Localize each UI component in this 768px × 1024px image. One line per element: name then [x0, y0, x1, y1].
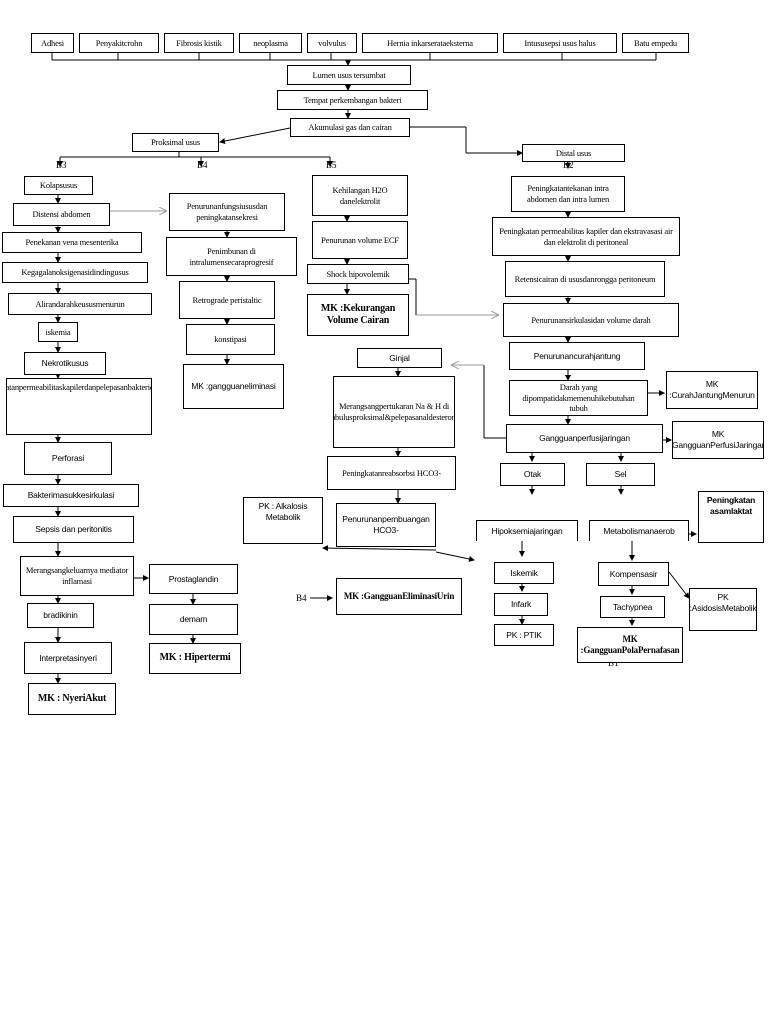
node-pembuangan-hco3: Penurunanpembuangan HCO3-	[336, 503, 436, 547]
node-curah-jantung: Penurunancurahjantung	[509, 342, 645, 370]
node-perkembangan-bakteri: Tempat perkembangan bakteri	[277, 90, 428, 110]
node-sirkulasi-darah: Penurunansirkulasidan volume darah	[503, 303, 679, 337]
node-retrograde-peristaltic: Retrograde peristaltic	[179, 281, 275, 319]
node-asam-laktat: Peningkatan asamlaktat	[698, 491, 764, 543]
node-demam: demam	[149, 604, 238, 635]
node-metabolisme-anaerob: Metabolismanaerob	[589, 520, 689, 541]
node-bradikinin: bradikinin	[27, 603, 94, 628]
mk-pola-pernafasan: MK :GangguanPolaPernafasan	[577, 627, 683, 663]
node-bakteri-sirkulasi: Bakterimasukkesirkulasi	[3, 484, 139, 507]
label-b3: B3	[56, 160, 67, 170]
cause-hernia: Hernia inkarserataeksterna	[362, 33, 498, 53]
pk-asidosis-metabolik: PK :AsidosisMetabolik	[689, 588, 757, 631]
node-akumulasi-gas: Akumulasi gas dan cairan	[290, 118, 410, 137]
label-b2: B2	[563, 160, 574, 170]
mk-eliminasi-urin: MK :GangguanEliminasiUrin	[336, 578, 462, 615]
node-tekanan-intra-abdomen: Peningkatantekanan intra abdomen dan int…	[511, 176, 625, 212]
node-proksimal-usus: Proksimal usus	[132, 133, 219, 152]
label-b4: B4	[197, 160, 208, 170]
node-konstipasi: konstipasi	[186, 324, 275, 355]
mk-gangguan-eliminasi: MK :gangguaneliminasi	[183, 364, 284, 409]
mk-perfusi-jaringan: MK :GangguanPerfusiJaringan	[672, 421, 764, 459]
mk-hipertermi-prefix: MK :	[159, 652, 182, 664]
node-shock-hipovolemik: Shock hipovolemik	[307, 264, 409, 284]
label-b5: B5	[326, 160, 337, 170]
node-kolaps-usus: Kolapsusus	[24, 176, 93, 195]
node-lumen-tersumbat: Lumen usus tersumbat	[287, 65, 411, 85]
node-sepsis-peritonitis: Sepsis dan peritonitis	[13, 516, 134, 543]
node-otak: Otak	[500, 463, 565, 486]
node-merangsang-na-h: Merangsangpertukaran Na & H di tubuluspr…	[333, 376, 455, 448]
node-mediator-inflamasi: Merangsangkeluarnya mediator inflamasi	[20, 556, 134, 596]
node-perfusi-jaringan: Gangguanperfusijaringan	[506, 424, 663, 453]
label-b1: B1	[608, 658, 619, 668]
node-infark: Infark	[494, 593, 548, 616]
cause-volvulus: volvulus	[307, 33, 357, 53]
node-permeabilitas-peritoneal: Peningkatan permeabilitas kapiler dan ek…	[492, 217, 680, 256]
cause-adhesi: Adhesi	[31, 33, 74, 53]
node-kompensasi: Kompensasir	[598, 562, 669, 586]
node-reabsorbsi-hco3: Peningkatanreabsorbsi HCO3-	[327, 456, 456, 490]
mk-kekurangan-cairan: MK :Kekurangan Volume Cairan	[307, 294, 409, 336]
mk-nyeri-prefix: MK :	[37, 692, 61, 704]
node-perforasi: Perforasi	[24, 442, 112, 475]
node-distal-usus: Distal usus	[522, 144, 625, 162]
node-interpretasi-nyeri: Interpretasinyeri	[24, 642, 112, 674]
node-retensi-cairan: Retensicairan di ususdanrongga peritoneu…	[505, 261, 665, 297]
cause-intususepsi: Intususepsi usus halus	[503, 33, 617, 53]
node-penurunan-ecf: Penurunan volume ECF	[312, 221, 408, 259]
mk-curah-jantung: MK :CurahJantungMenurun	[666, 371, 758, 409]
node-nekrotik-usus: Nekrotikusus	[24, 352, 106, 375]
node-penekanan-vena: Penekanan vena mesenterika	[2, 232, 142, 253]
node-tachypnea: Tachypnea	[600, 596, 665, 618]
node-penurunan-fungsi-usus: Penurunanfungsiususdan peningkatansekres…	[169, 193, 285, 231]
node-hipoksemia: Hipoksemiajaringan	[476, 520, 578, 541]
node-permeabilitas-kapiler: Peningkatanpermeabilitaskapilerdanpelepa…	[6, 378, 152, 435]
mk-hipertermi-text: Hipertermi	[184, 652, 231, 664]
mk-nyeri-akut: MK : NyeriAkut	[28, 683, 116, 715]
pk-ptik: PK : PTIK	[494, 624, 554, 646]
node-aliran-darah: Alirandarahkeususmenurun	[8, 293, 152, 315]
node-kehilangan-h2o: Kehilangan H2O danelektrolit	[312, 175, 408, 216]
node-darah-dipompa: Darah yang dipompatidakmemenuhikebutuhan…	[509, 380, 648, 416]
cause-fibrosis-kistik: Fibrosis kistik	[164, 33, 234, 53]
node-iskemia: iskemia	[38, 322, 78, 342]
cause-batu-empedu: Batu empedu	[622, 33, 689, 53]
cause-neoplasma: neoplasma	[239, 33, 302, 53]
label-b4-left: B4	[296, 593, 307, 603]
node-penimbunan: Penimbunan di intralumensecaraprogresif	[166, 237, 297, 276]
mk-nyeri-text: NyeriAkut	[62, 692, 107, 704]
node-distensi-abdomen: Distensi abdomen	[13, 203, 110, 226]
node-sel: Sel	[586, 463, 655, 486]
node-ginjal: Ginjal	[357, 348, 442, 368]
mk-hipertermi: MK : Hipertermi	[149, 643, 241, 674]
cause-penyakit-crohn: Penyakitcrohn	[79, 33, 159, 53]
node-kegagalan-oksigenasi: Kegagalanoksigenasidindingusus	[2, 262, 148, 283]
node-iskemik: Iskemik	[494, 562, 554, 584]
pk-alkalosis-metabolik: PK : Alkalosis Metabolik	[243, 497, 323, 544]
node-prostaglandin: Prostaglandin	[149, 564, 238, 594]
